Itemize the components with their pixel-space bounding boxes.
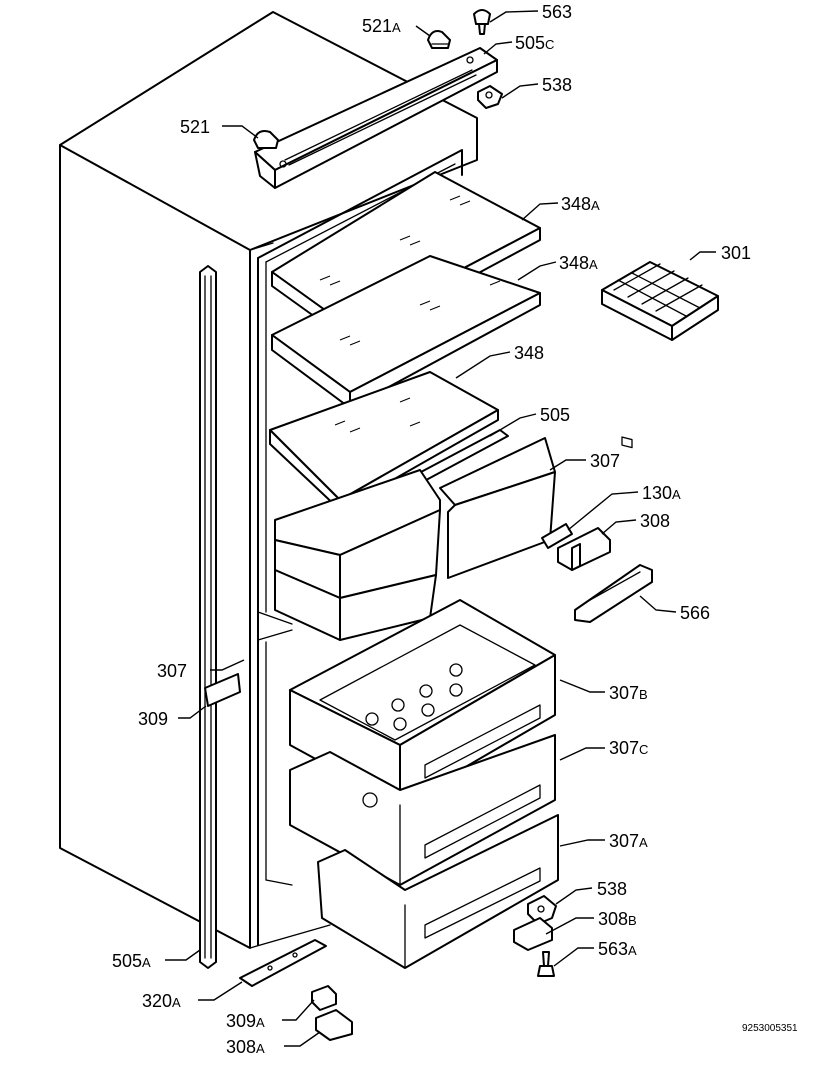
label-309: 309	[138, 709, 168, 729]
pin-563	[473, 9, 491, 35]
label-521a: 521A	[362, 16, 401, 36]
drawer-307a	[317, 814, 559, 969]
label-505: 505	[540, 405, 570, 425]
hinge-bar-505c	[254, 47, 498, 189]
bracket-308	[557, 527, 611, 571]
label-538-bottom: 538	[597, 879, 627, 899]
door-gasket-505a	[199, 265, 217, 969]
cabinet-body	[59, 11, 478, 949]
label-563: 563	[542, 2, 572, 22]
leader-lines	[165, 10, 716, 1047]
label-309a: 309A	[226, 1011, 265, 1031]
label-563a: 563A	[598, 939, 637, 959]
label-301: 301	[721, 243, 751, 263]
label-307c: 307C	[609, 738, 648, 758]
label-308a: 308A	[226, 1037, 265, 1057]
clip-130a	[541, 523, 573, 549]
hinge-plate-320a	[239, 939, 327, 987]
hinge-cap-521a	[427, 30, 451, 49]
label-521: 521	[180, 117, 210, 137]
bracket-308a	[315, 1009, 353, 1041]
pin-563a	[537, 951, 555, 977]
hinge-538-top	[477, 85, 503, 109]
label-307b: 307B	[609, 683, 648, 703]
clip-309	[204, 673, 241, 707]
label-320a: 320A	[142, 991, 181, 1011]
hinge-538-bottom	[527, 895, 557, 925]
drawer-307-right	[439, 437, 556, 579]
cap-309a	[311, 985, 337, 1011]
label-308b: 308B	[598, 909, 637, 929]
label-505c: 505C	[515, 33, 554, 53]
label-348a-lower: 348A	[559, 253, 598, 273]
label-566: 566	[680, 603, 710, 623]
label-308: 308	[640, 511, 670, 531]
label-307-upper: 307	[590, 451, 620, 471]
label-505a: 505A	[112, 951, 151, 971]
label-307-left: 307	[157, 661, 187, 681]
label-348a-upper: 348A	[561, 194, 600, 214]
document-code: 9253005351	[742, 1023, 798, 1034]
rail-566	[574, 564, 653, 623]
bracket-308b	[513, 917, 553, 951]
ice-tray-301	[601, 261, 719, 449]
label-307a: 307A	[609, 831, 648, 851]
glass-shelf-348a-lower	[271, 255, 541, 409]
drawer-307-left	[274, 469, 441, 641]
label-348: 348	[514, 343, 544, 363]
part-labels: 521A 563 505C 538 521 348A 348A 301 348 …	[112, 2, 798, 1057]
label-130a: 130A	[642, 483, 681, 503]
drawer-307c	[289, 734, 556, 886]
label-538-top: 538	[542, 75, 572, 95]
